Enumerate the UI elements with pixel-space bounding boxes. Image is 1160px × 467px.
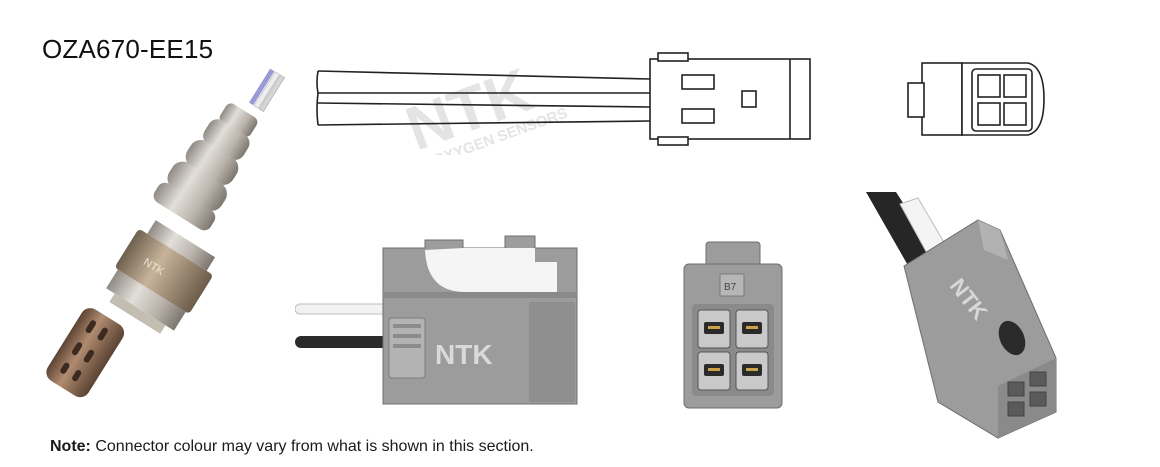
connector-side-photo: NTK [295, 235, 578, 405]
ntk-watermark: NTK OXYGEN SENSORS [397, 56, 569, 155]
connector-side-line-drawing: NTK OXYGEN SENSORS [316, 52, 811, 155]
oxygen-sensor-image: NTK [46, 68, 286, 398]
connector-face-code: B7 [724, 282, 737, 293]
connector-diagonal-photo: NTK [866, 192, 1057, 439]
ntk-logo-side: NTK [435, 339, 493, 370]
note-text: Connector colour may vary from what is s… [90, 438, 534, 455]
note-label: Note: [50, 438, 91, 455]
part-number: OZA670-EE15 [42, 34, 214, 64]
connector-face-photo: B7 [683, 241, 783, 409]
colour-note: Note: Connector colour may vary from wha… [50, 438, 534, 456]
connector-face-line-drawing [907, 62, 1045, 136]
